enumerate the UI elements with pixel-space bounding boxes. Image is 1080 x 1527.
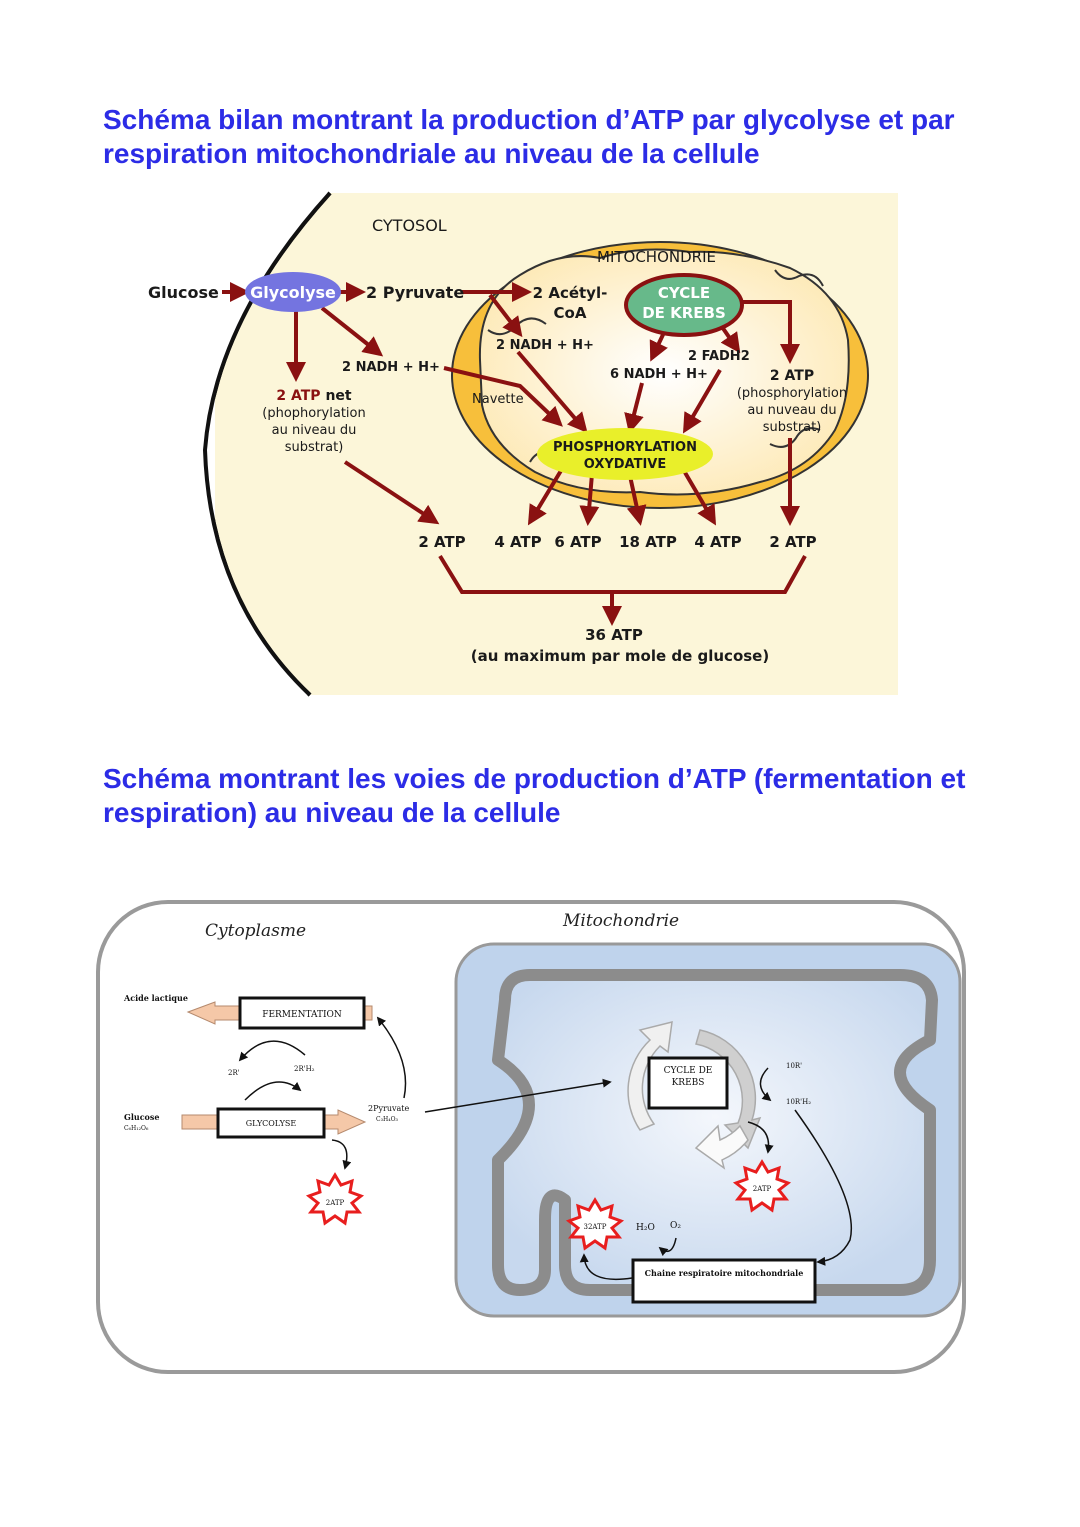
pyruvate-label-2: 2Pyruvate — [368, 1104, 409, 1113]
arrow-r10 — [759, 1067, 772, 1102]
glucose-label-2: Glucose — [124, 1112, 160, 1122]
arrow-o2-h2o — [658, 1237, 677, 1257]
krebs-box — [647, 1056, 729, 1110]
phopho-line-3: substrat) — [285, 440, 344, 455]
o2-label: O₂ — [670, 1221, 681, 1231]
arrow-pyruvate-nadh — [488, 293, 523, 338]
atp-glyco-label: 2ATP — [326, 1199, 345, 1207]
atp-star-krebs — [732, 1159, 792, 1213]
atp-krebs-label-2: 2ATP — [753, 1185, 772, 1193]
arrow-glycolyse-atp — [331, 1139, 352, 1170]
bottom-atp-3: 6 ATP — [554, 533, 601, 551]
atp-star-glycolyse — [305, 1172, 365, 1226]
mitochondrie-label-2: Mitochondrie — [562, 911, 679, 931]
diagram-atp-pathways: Cytoplasme Mitochondrie CYCLE DE KREBS F… — [96, 900, 966, 1374]
phos-ox-label-2: OXYDATIVE — [584, 457, 667, 472]
acetyl-label-2: CoA — [554, 304, 587, 322]
phosphorylation-node — [537, 428, 713, 480]
atp-star-32 — [565, 1197, 625, 1251]
phos-ox-label-1: PHOSPHORYLATION — [553, 440, 697, 455]
r10-label: 10R' — [786, 1062, 802, 1070]
acide-lactique-label: Acide lactique — [123, 993, 188, 1003]
fermentation-label: FERMENTATION — [262, 1010, 342, 1020]
bracket-sum — [438, 554, 807, 594]
total-atp: 36 ATP — [585, 626, 643, 644]
title-top: Schéma bilan montrant la production d’AT… — [103, 104, 955, 169]
arrow-atpnet-bottom — [343, 460, 440, 525]
pyruvate-formula: C₃H₄O₃ — [376, 1116, 399, 1123]
krebs-label-2: DE KREBS — [642, 304, 726, 322]
arrow-krebs-atp — [740, 300, 800, 364]
cytosol-label: CYTOSOL — [372, 216, 447, 235]
phos-krebs-line-3: substrat) — [763, 420, 822, 435]
glycolyse-label-2: GLYCOLYSE — [246, 1119, 297, 1128]
fadh2-label: 2 FADH2 — [688, 349, 750, 364]
krebs-cycle-node — [624, 273, 744, 337]
phos-krebs-line-2: au nuveau du — [747, 403, 836, 418]
pyruvate-label: 2 Pyruvate — [366, 283, 464, 302]
nadh6-label: 6 NADH + H+ — [610, 367, 708, 382]
cofactor-arrow-bottom — [244, 1081, 302, 1101]
bottom-atp-1: 2 ATP — [418, 533, 465, 551]
nadh-mito-label: 2 NADH + H+ — [496, 338, 594, 353]
glucose-label: Glucose — [148, 283, 219, 302]
fermentation-box — [238, 996, 366, 1030]
arrow-fadh2-phos — [682, 368, 722, 434]
phos-krebs-line-1: (phosphorylation — [737, 386, 847, 401]
atp-32-label: 32ATP — [584, 1223, 607, 1231]
phopho-line-2: au niveau du — [272, 423, 357, 438]
glycolyse-box — [216, 1107, 326, 1139]
krebs-arrow-left — [627, 1021, 673, 1131]
acetyl-label-1: 2 Acétyl- — [533, 284, 608, 302]
arrow-krebs-atp2 — [747, 1121, 774, 1154]
bottom-atp-6: 2 ATP — [769, 533, 816, 551]
title-bottom: Schéma montrant les voies de production … — [103, 763, 966, 828]
arrow-nadh-phos — [516, 350, 588, 434]
h2o-label: H₂O — [636, 1223, 655, 1233]
r10h2-label: 10R'H₂ — [786, 1098, 811, 1106]
navette-label: Navette — [472, 392, 524, 407]
bottom-atp-row: 2 ATP 4 ATP 6 ATP 18 ATP 4 ATP 2 ATP — [418, 533, 816, 551]
diagram-atp-balance: CYTOSOL MITOCHONDRIE Glucose — [130, 191, 898, 697]
krebs2-label-2: KREBS — [672, 1078, 705, 1088]
r-ox-label: 2R' — [228, 1069, 240, 1077]
krebs2-label-1: CYCLE DE — [664, 1066, 713, 1076]
bottom-atp-5: 4 ATP — [694, 533, 741, 551]
total-note: (au maximum par mole de glucose) — [471, 647, 769, 665]
arrow-pyruvate-fermentation — [376, 1016, 407, 1099]
atp-krebs-label: 2 ATP — [770, 368, 814, 384]
mitochondrie-label: MITOCHONDRIE — [597, 248, 716, 266]
arrow-nadh6-phos — [624, 382, 644, 434]
chaine-label: Chaine respiratoire mitochondriale — [645, 1268, 804, 1278]
arrow-r10h2-chaine — [794, 1109, 853, 1266]
nadh-cyto-label: 2 NADH + H+ — [342, 360, 440, 375]
bottom-atp-4: 18 ATP — [619, 533, 677, 551]
arrow-pyruvate-krebs — [424, 1078, 612, 1113]
glucose-formula: C₆H₁₂O₆ — [124, 1125, 149, 1132]
arrow-navette — [443, 366, 563, 427]
bottom-atp-2: 4 ATP — [494, 533, 541, 551]
atp-net-label: 2 ATP net — [276, 388, 352, 404]
phopho-line-1: (phophorylation — [262, 406, 365, 421]
cofactor-arrow-top — [238, 1040, 306, 1062]
glycolyse-node — [245, 272, 341, 312]
glycolyse-label: Glycolyse — [250, 283, 336, 302]
arrow-chaine-32atp — [579, 1253, 633, 1281]
cytoplasme-label: Cytoplasme — [205, 921, 306, 941]
chaine-respiratoire-box — [631, 1258, 817, 1304]
r-red-label: 2R'H₂ — [294, 1065, 315, 1073]
arrow-glycolyse-nadh — [320, 306, 384, 357]
krebs-label-1: CYCLE — [658, 284, 710, 302]
